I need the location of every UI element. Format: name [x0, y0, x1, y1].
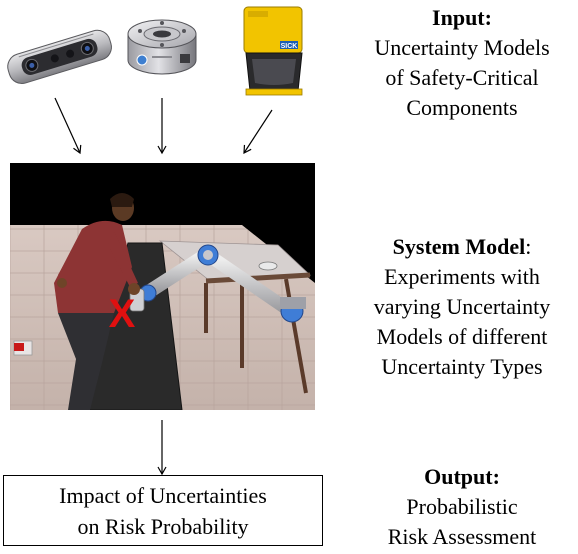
system-model-line-2: varying Uncertainty [373, 294, 551, 319]
system-model-label-block: System Model: Experiments with varying U… [346, 232, 578, 382]
system-model-heading: System Model [392, 234, 526, 259]
input-heading: Input: [432, 5, 492, 30]
input-line-3: Components [406, 95, 518, 120]
input-label-block: Input: Uncertainty Models of Safety-Crit… [346, 3, 578, 123]
human-worker-figure [54, 193, 140, 410]
output-label-block: Output: Probabilistic Risk Assessment [346, 462, 578, 552]
scanner-brand-label: SICK [281, 43, 298, 50]
output-line-2: Risk Assessment [387, 524, 537, 549]
arrow-camera-to-model [54, 97, 82, 155]
collision-x-mark: X [109, 292, 136, 336]
input-line-2: of Safety-Critical [385, 65, 539, 90]
system-model-line-3: Models of different [376, 324, 548, 349]
input-line-1: Uncertainty Models [374, 35, 550, 60]
risk-impact-line-2: on Risk Probability [77, 514, 249, 539]
depth-camera-icon [7, 29, 112, 85]
risk-impact-box: Impact of Uncertainties on Risk Probabil… [3, 475, 323, 546]
system-model-line-1: Experiments with [384, 264, 540, 289]
laser-scanner-icon: SICK [243, 6, 303, 96]
arrow-scanner-to-model [243, 109, 273, 155]
system-model-line-4: Uncertainty Types [381, 354, 543, 379]
system-model-heading-colon: : [525, 234, 532, 259]
output-heading: Output: [424, 464, 500, 489]
simulation-scene-image: X [10, 163, 315, 410]
risk-impact-line-1: Impact of Uncertainties [59, 483, 267, 508]
output-line-1: Probabilistic [406, 494, 518, 519]
force-torque-sensor-icon [127, 19, 197, 75]
